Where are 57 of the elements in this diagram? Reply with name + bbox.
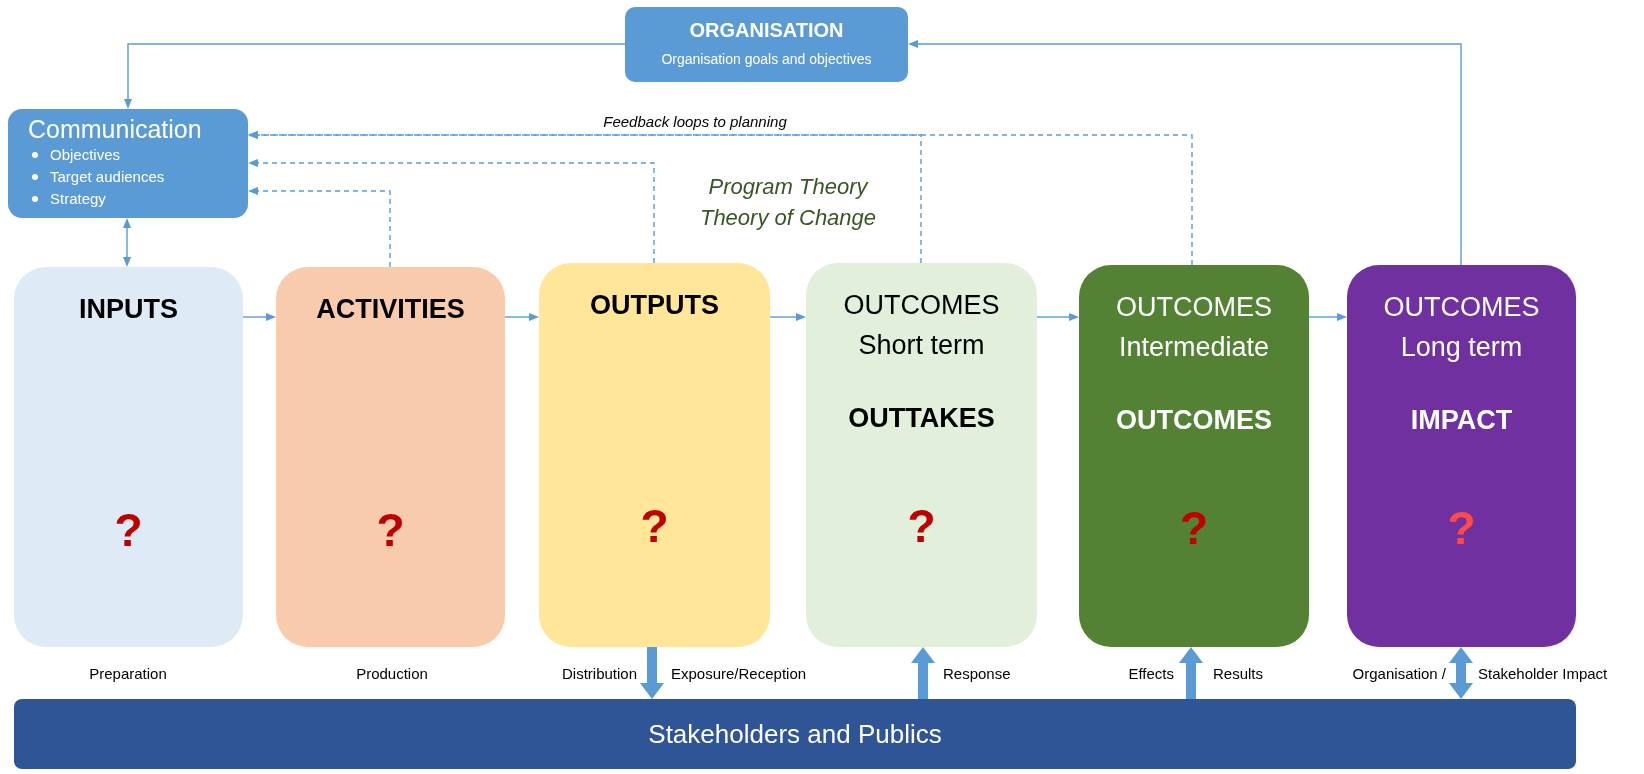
dashed-arrow bbox=[248, 159, 655, 264]
stage-title: INPUTS bbox=[78, 293, 179, 326]
dashed-arrow bbox=[248, 131, 1193, 266]
stage-title: OUTPUTS bbox=[589, 289, 720, 322]
bullet-item: Target audiences bbox=[30, 166, 165, 188]
box-subtitle: Organisation goals and objectives bbox=[660, 51, 873, 67]
stage-title: OUTCOMES Intermediate bbox=[1115, 291, 1273, 364]
stage-caption: Response bbox=[943, 664, 1011, 682]
organisation-box bbox=[625, 7, 908, 82]
theory-caption: Theory of Change bbox=[699, 205, 877, 231]
arrow bbox=[242, 313, 276, 321]
stage-box bbox=[276, 267, 505, 647]
box-title: Communication bbox=[27, 114, 203, 144]
question-mark: ? bbox=[375, 503, 406, 557]
block-arrow bbox=[911, 647, 935, 699]
arrow bbox=[1308, 313, 1347, 321]
stakeholders-bar bbox=[14, 699, 1576, 769]
stage-subtitle: OUTCOMES bbox=[1115, 405, 1273, 436]
stage-caption: Organisation / bbox=[1352, 664, 1446, 682]
stage-title: OUTCOMES Long term bbox=[1382, 291, 1541, 364]
stage-box bbox=[806, 263, 1037, 647]
stage-box bbox=[1079, 265, 1309, 647]
stage-caption: Stakeholder Impact bbox=[1478, 664, 1608, 682]
arrow bbox=[124, 43, 626, 109]
bullet-item: Objectives bbox=[30, 144, 121, 166]
stage-title: ACTIVITIES bbox=[315, 293, 466, 326]
stage-caption: Production bbox=[356, 664, 428, 682]
box-title: ORGANISATION bbox=[688, 19, 845, 42]
arrow bbox=[908, 40, 1462, 266]
stage-caption: Exposure/Reception bbox=[671, 664, 807, 682]
arrow bbox=[504, 313, 539, 321]
arrow bbox=[769, 313, 806, 321]
theory-caption: Program Theory bbox=[708, 174, 868, 200]
stage-caption: Effects bbox=[1128, 664, 1174, 682]
stage-caption: Preparation bbox=[89, 664, 167, 682]
stage-title: OUTCOMES Short term bbox=[842, 289, 1001, 362]
stage-caption: Distribution bbox=[561, 664, 637, 682]
stage-box bbox=[1347, 265, 1576, 647]
question-mark: ? bbox=[639, 499, 670, 553]
block-arrow bbox=[1179, 647, 1203, 699]
bullet-item: Strategy bbox=[30, 188, 106, 210]
stage-box bbox=[539, 263, 770, 647]
block-arrow bbox=[640, 647, 664, 699]
stage-subtitle: IMPACT bbox=[1409, 405, 1514, 436]
question-mark: ? bbox=[113, 503, 144, 557]
question-mark: ? bbox=[1178, 501, 1210, 555]
question-mark: ? bbox=[906, 499, 937, 553]
block-arrow bbox=[1449, 647, 1473, 699]
stage-subtitle: OUTTAKES bbox=[847, 403, 996, 434]
arrow bbox=[123, 218, 131, 267]
bar-title: Stakeholders and Publics bbox=[648, 718, 942, 750]
communication-box bbox=[8, 109, 248, 218]
arrow bbox=[1036, 313, 1079, 321]
stage-box bbox=[14, 267, 243, 647]
question-mark: ? bbox=[1446, 501, 1477, 555]
dashed-arrow bbox=[248, 187, 391, 268]
stage-caption: Results bbox=[1213, 664, 1264, 682]
